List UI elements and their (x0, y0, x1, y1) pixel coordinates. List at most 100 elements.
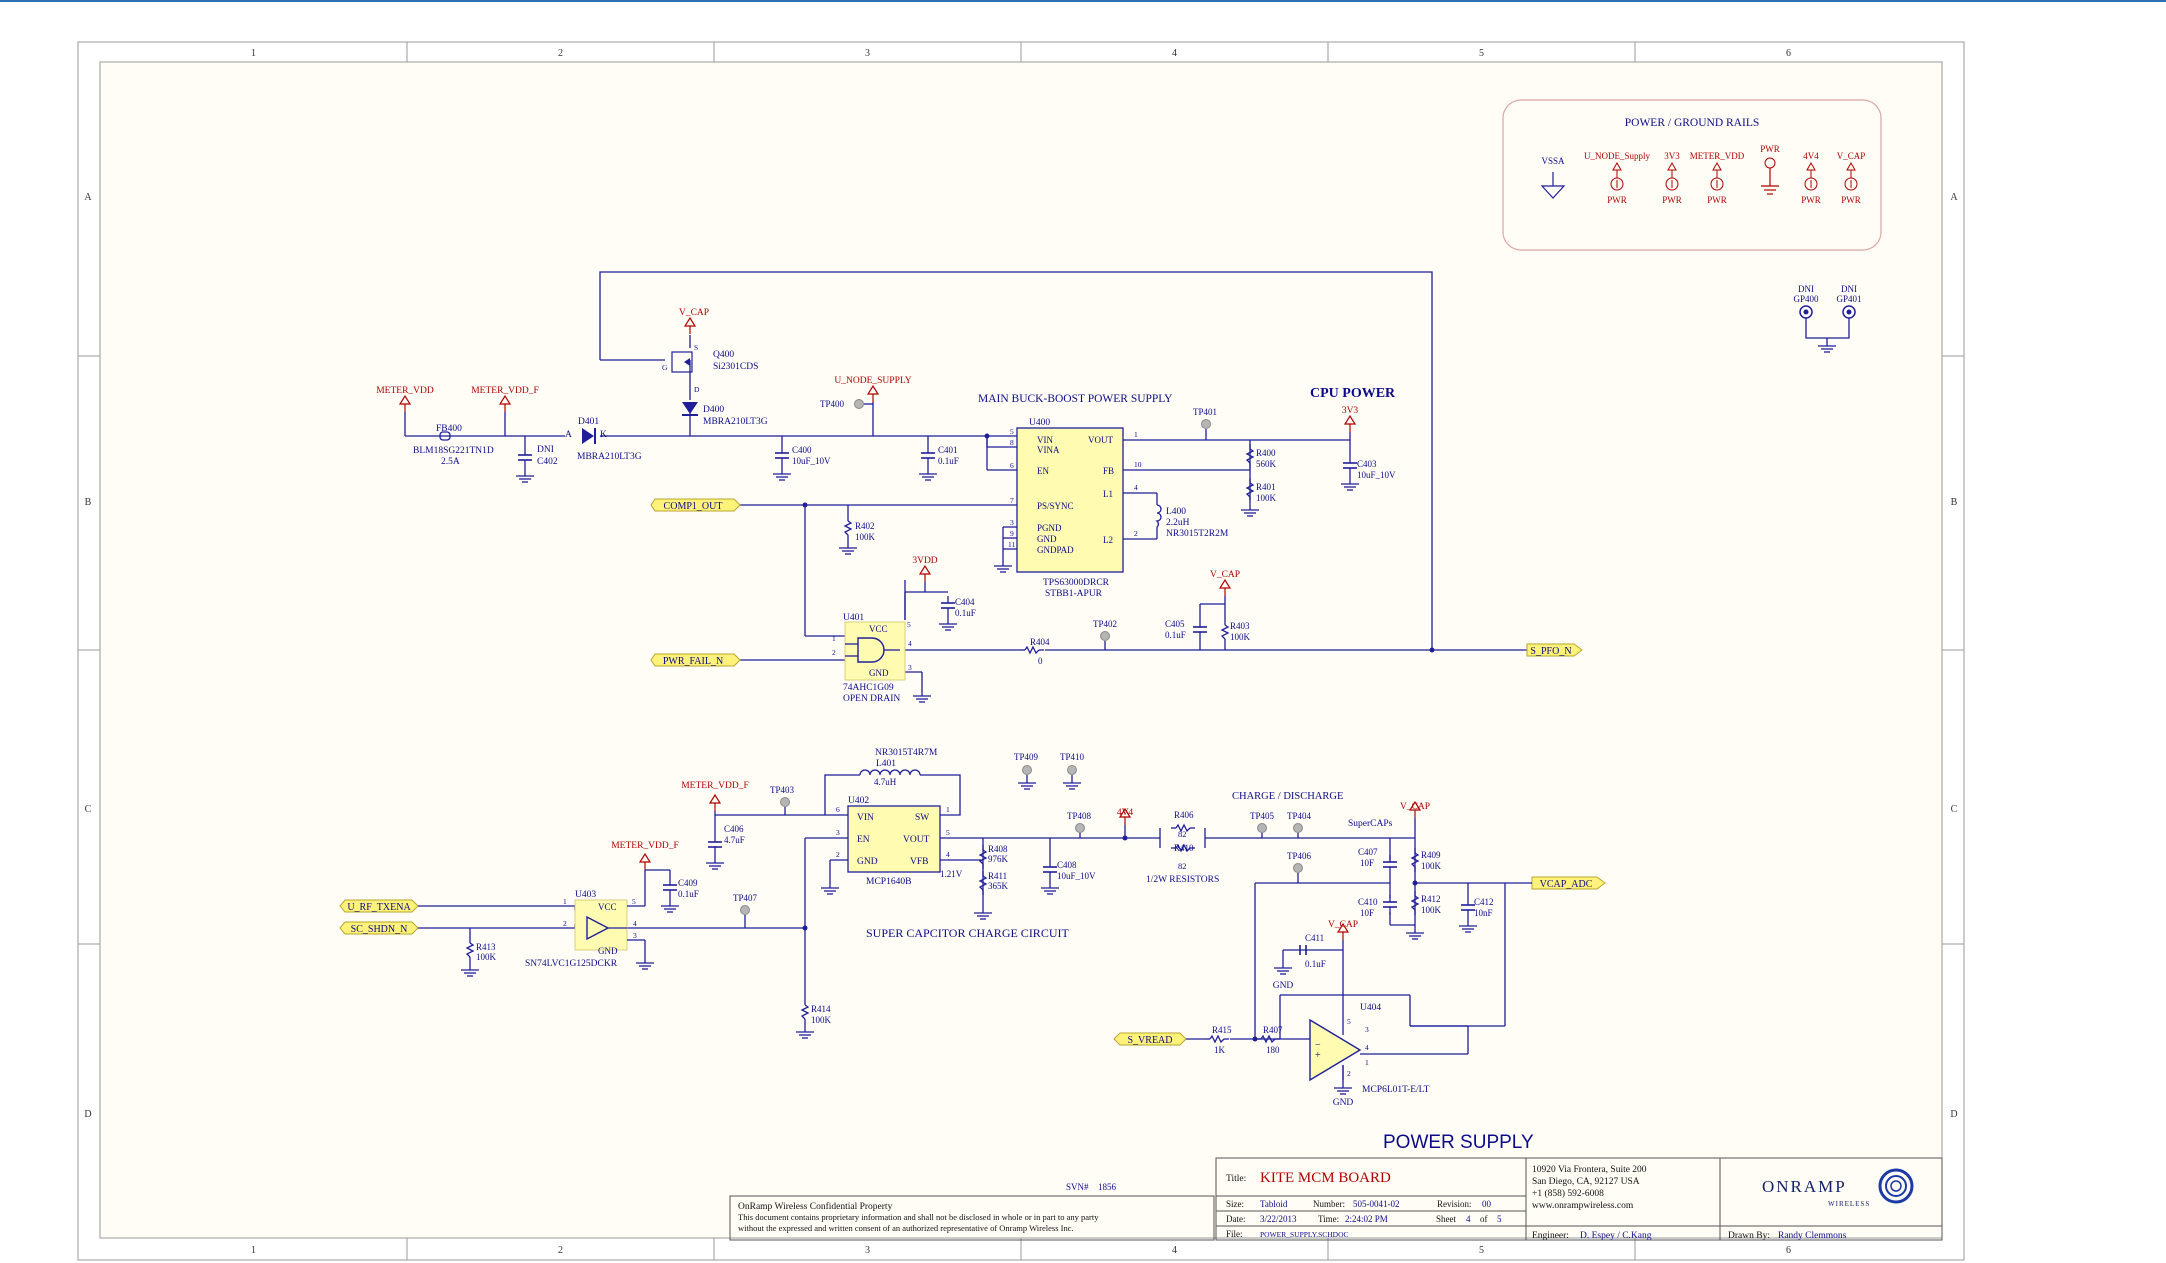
frame-col-top-4: 4 (1172, 48, 1177, 59)
u402-pin-vin: VIN (857, 813, 874, 823)
tp400-label: TP400 (820, 399, 845, 409)
date-value: 3/22/2013 (1260, 1214, 1297, 1224)
label-meter-vdd: METER_VDD (376, 386, 434, 396)
rail-vssa: VSSA (1540, 156, 1566, 199)
gp400-ref: GP400 (1793, 294, 1819, 304)
u402-pin5: 5 (946, 828, 950, 837)
r409-ref: R409 (1421, 850, 1441, 860)
fb400-current: 2.5A (441, 457, 460, 467)
c408-ref: C408 (1057, 860, 1077, 870)
rail-label: V_CAP (1837, 151, 1866, 161)
svn-label: SVN# (1066, 1182, 1089, 1192)
frame-col-bottom-2: 2 (558, 1245, 563, 1256)
title-label: Title: (1226, 1174, 1246, 1184)
onramp-logo: ONRAMP WIRELESS (1762, 1168, 1914, 1208)
rail-label: U_NODE_Supply (1584, 151, 1651, 161)
frame-col-bottom-3: 3 (865, 1245, 870, 1256)
title-buck-boost: MAIN BUCK-BOOST POWER SUPPLY (978, 393, 1173, 405)
l400-ref: L400 (1166, 507, 1186, 517)
sheet-label: Sheet (1436, 1214, 1456, 1224)
frame-col-top-5: 5 (1479, 48, 1484, 59)
c402-dni: DNI (537, 445, 554, 455)
u403-pin1: 1 (563, 897, 567, 906)
u400-pinnum-9: 9 (1010, 529, 1014, 538)
confidential-title: OnRamp Wireless Confidential Property (738, 1201, 893, 1212)
frame-col-top-6: 6 (1786, 48, 1791, 59)
revision-label: Revision: (1437, 1199, 1472, 1209)
u402-pin-vout: VOUT (903, 835, 930, 845)
u404-pin2: 2 (1347, 1069, 1351, 1078)
u400-pinnum-3: 3 (1010, 518, 1014, 527)
title-charge-discharge: CHARGE / DISCHARGE (1232, 791, 1343, 802)
time-label: Time: (1318, 1214, 1339, 1224)
u404-pin1: 1 (1365, 1058, 1369, 1067)
tp408-label: TP408 (1067, 811, 1092, 821)
u402-value: MCP1640B (866, 877, 911, 887)
r411-ref: R411 (988, 871, 1007, 881)
u400-pin-vin: VIN (1037, 435, 1053, 445)
u404-pin4: 4 (1365, 1043, 1369, 1052)
port-sc-shdn-n: SC_SHDN_N (351, 924, 408, 935)
r404-value: 0 (1038, 656, 1043, 666)
u402-vfb-voltage: 1.21V (940, 869, 963, 879)
c402-ref: C402 (537, 457, 558, 467)
r404-ref: R404 (1030, 637, 1050, 647)
r410-ref: R410 (1174, 843, 1194, 853)
label-v-cap-opamp: V_CAP (1328, 920, 1358, 930)
u403-vcc: VCC (598, 902, 617, 912)
sheet-total: 5 (1497, 1214, 1502, 1224)
rail-label: 4V4 (1803, 151, 1819, 161)
u402-pin4: 4 (946, 850, 950, 859)
rail-label: VSSA (1541, 156, 1565, 166)
top-accent-bar (0, 0, 2166, 2)
r408-ref: R408 (988, 844, 1008, 854)
u400-pinnum-7: 7 (1010, 496, 1014, 505)
u402-pin-gnd: GND (857, 857, 878, 867)
ports: COMP1_OUT PWR_FAIL_N S_PFO_N U_RF_TXENA … (339, 498, 1606, 1046)
number-label: Number: (1313, 1199, 1345, 1209)
port-s-vread: S_VREAD (1127, 1035, 1172, 1046)
tp403-label: TP403 (770, 785, 795, 795)
r401-ref: R401 (1256, 482, 1276, 492)
gp401-dni: DNI (1841, 284, 1857, 294)
c410-value: 10F (1360, 908, 1374, 918)
rail-sub-label: PWR (1607, 195, 1627, 205)
u402-pin3: 3 (836, 828, 840, 837)
r408-value: 976K (988, 854, 1009, 864)
rail-sub-label: PWR (1707, 195, 1727, 205)
u402-pin-vfb: VFB (910, 857, 928, 867)
u404-minus: − (1315, 1040, 1321, 1051)
sheet-of: of (1480, 1214, 1488, 1224)
u404-ref: U404 (1360, 1003, 1381, 1013)
u402-pin-sw: SW (915, 813, 929, 823)
tp407-label: TP407 (733, 893, 758, 903)
frame-col-bottom-6: 6 (1786, 1245, 1791, 1256)
address-line1: 10920 Via Frontera, Suite 200 (1532, 1165, 1647, 1175)
u404-pin5: 5 (1347, 1017, 1351, 1026)
r403-ref: R403 (1230, 621, 1250, 631)
u400-pinnum-11: 11 (1008, 540, 1015, 549)
r415-value: 1K (1214, 1045, 1226, 1055)
rail-label: PWR (1760, 144, 1780, 154)
title-super-cap-circuit: SUPER CAPCITOR CHARGE CIRCUIT (866, 926, 1069, 940)
label-4v4: 4V4 (1117, 808, 1134, 818)
q400-pin-g: G (662, 363, 668, 372)
label-meter-vdd-f-3: METER_VDD_F (611, 841, 679, 851)
frame-col-bottom-5: 5 (1479, 1245, 1484, 1256)
c409-ref: C409 (678, 878, 698, 888)
d401-anode: A (565, 430, 572, 440)
u404-pin3: 3 (1365, 1025, 1369, 1034)
q400-pin-d: D (694, 385, 700, 394)
frame-row-left-B: B (85, 497, 92, 508)
r406-value: 82 (1178, 829, 1187, 839)
c412-value: 10nF (1474, 908, 1493, 918)
l401-ref: L401 (876, 759, 896, 769)
u401-value: 74AHC1G09 (843, 683, 894, 693)
size-label: Size: (1226, 1199, 1244, 1209)
u403-pin3: 3 (633, 931, 637, 940)
